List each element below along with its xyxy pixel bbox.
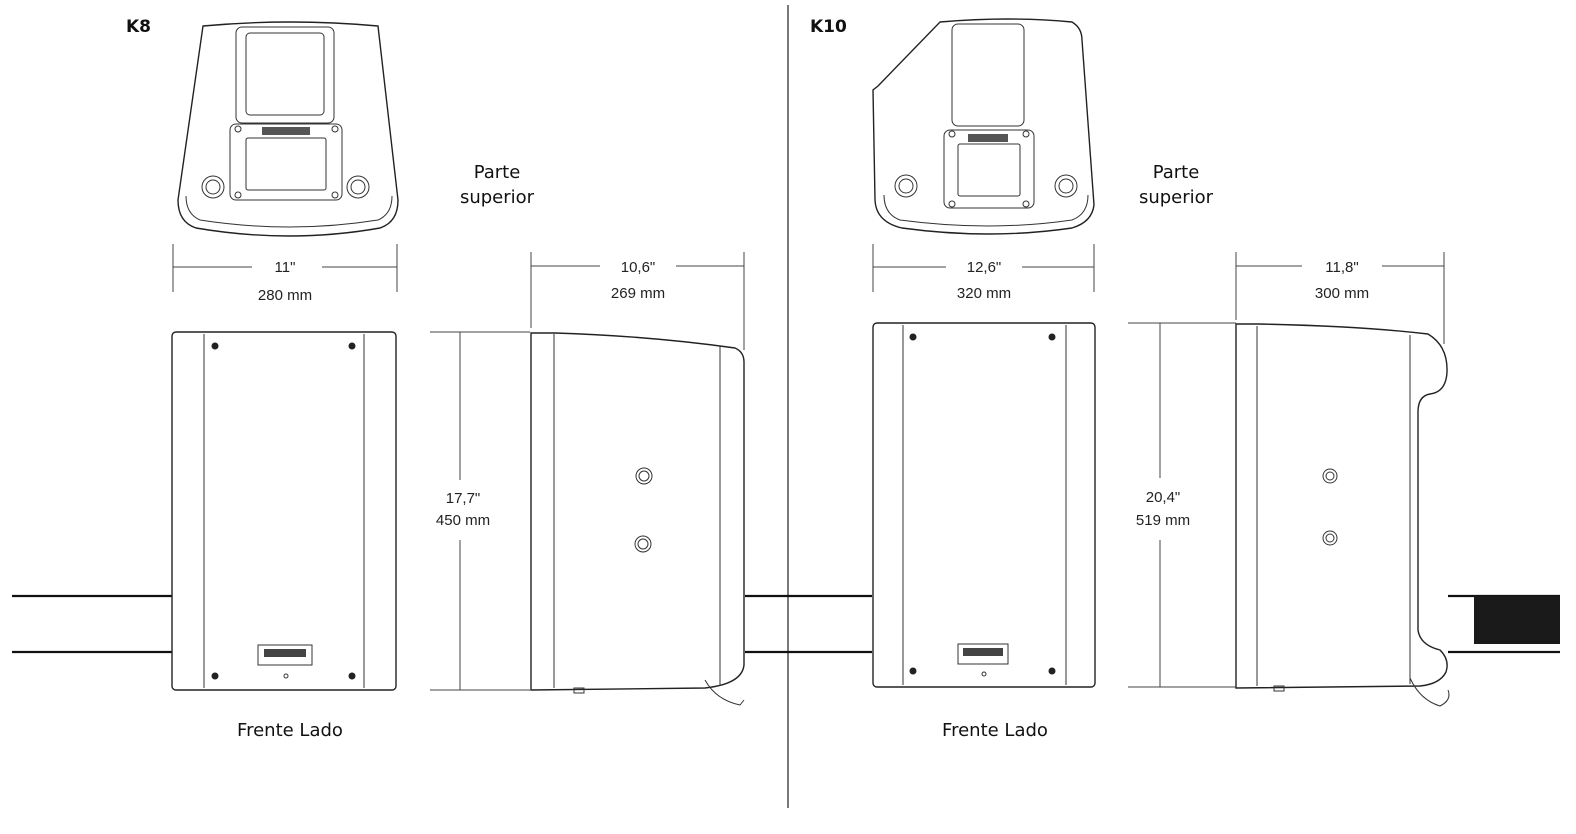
k8-height-dimension <box>430 331 530 691</box>
k8-width-metric: 280 mm <box>258 287 312 304</box>
k10-side-view <box>1235 323 1450 707</box>
k10-top-view-label-line2: superior <box>1139 187 1214 208</box>
panel-k8: K8 Parte superior 11" <box>126 17 745 741</box>
model-label-k10: K10 <box>810 17 847 37</box>
stand-bars <box>12 594 1560 654</box>
k8-depth-metric: 269 mm <box>611 285 665 302</box>
k10-height-dimension <box>1128 322 1236 688</box>
k8-front-view <box>171 331 397 691</box>
k8-depth-imperial: 10,6" <box>621 259 656 276</box>
k8-top-view <box>177 21 399 237</box>
model-label-k8: K8 <box>126 17 151 37</box>
stand-bar-block <box>1474 596 1560 644</box>
k8-side-view <box>530 332 745 706</box>
k10-depth-imperial: 11,8" <box>1325 259 1358 276</box>
k10-top-view <box>872 18 1095 235</box>
k10-width-dimension <box>872 244 1095 292</box>
k10-front-view <box>872 322 1096 688</box>
k10-depth-dimension <box>1235 252 1445 344</box>
k8-height-imperial: 17,7" <box>446 490 481 507</box>
k8-front-side-label: Frente Lado <box>237 720 343 741</box>
k10-depth-metric: 300 mm <box>1315 285 1369 302</box>
k8-top-view-label-line1: Parte <box>474 162 521 183</box>
k10-width-metric: 320 mm <box>957 285 1011 302</box>
k10-height-metric: 519 mm <box>1136 512 1190 529</box>
k8-depth-dimension <box>530 252 745 350</box>
k10-front-side-label: Frente Lado <box>942 720 1048 741</box>
k10-top-view-label-line1: Parte <box>1153 162 1200 183</box>
k10-height-imperial: 20,4" <box>1146 489 1181 506</box>
k8-top-view-label-line2: superior <box>460 187 535 208</box>
panel-k10: K10 Parte superior 12,6" 3 <box>810 17 1450 741</box>
k8-width-dimension <box>172 244 398 292</box>
k8-height-metric: 450 mm <box>436 512 490 529</box>
k8-width-imperial: 11" <box>275 259 296 276</box>
k10-width-imperial: 12,6" <box>967 259 1002 276</box>
